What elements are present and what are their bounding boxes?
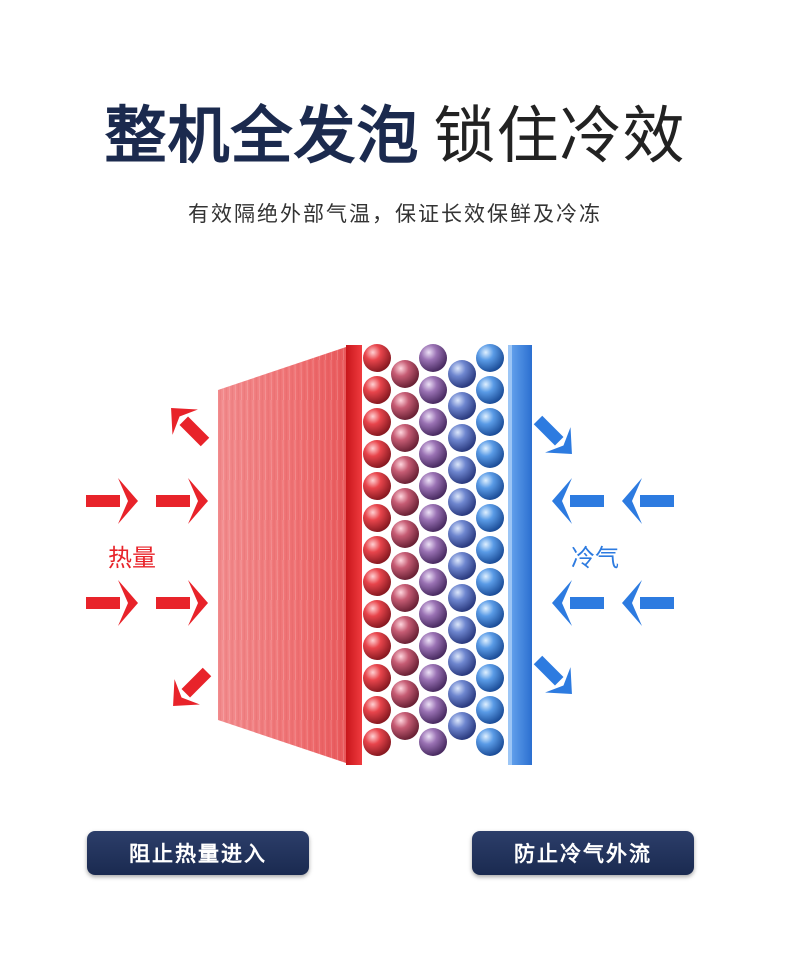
foam-ball bbox=[448, 456, 476, 484]
foam-ball bbox=[448, 488, 476, 516]
foam-ball bbox=[419, 408, 447, 436]
outer-panel-edge bbox=[346, 345, 362, 765]
subtitle: 有效隔绝外部气温，保证长效保鲜及冷冻 bbox=[188, 202, 602, 226]
foam-ball bbox=[363, 632, 391, 660]
heat-arrow bbox=[156, 580, 208, 626]
foam-ball bbox=[448, 392, 476, 420]
foam-ball bbox=[448, 360, 476, 388]
heat-arrow bbox=[86, 478, 138, 524]
heat-arrows bbox=[86, 408, 212, 706]
foam-ball bbox=[391, 392, 419, 420]
foam-ball bbox=[391, 680, 419, 708]
heat-arrow bbox=[156, 478, 208, 524]
foam-ball bbox=[448, 712, 476, 740]
cold-arrow bbox=[552, 580, 604, 626]
foam-ball bbox=[476, 632, 504, 660]
foam-ball bbox=[476, 408, 504, 436]
foam-ball bbox=[363, 536, 391, 564]
foam-ball bbox=[419, 696, 447, 724]
foam-ball bbox=[476, 376, 504, 404]
foam-ball bbox=[419, 440, 447, 468]
foam-ball bbox=[476, 728, 504, 756]
foam-ball bbox=[419, 504, 447, 532]
page-title: 整机全发泡锁住冷效 bbox=[0, 96, 790, 176]
foam-ball bbox=[363, 600, 391, 628]
foam-ball bbox=[391, 648, 419, 676]
foam-ball bbox=[391, 456, 419, 484]
foam-ball bbox=[448, 680, 476, 708]
foam-ball bbox=[363, 568, 391, 596]
foam-ball bbox=[448, 616, 476, 644]
heat-deflect-arrow bbox=[173, 667, 212, 706]
title-bold: 整机全发泡 bbox=[104, 99, 420, 172]
cold-deflect-arrow bbox=[533, 415, 572, 454]
foam-ball bbox=[391, 360, 419, 388]
foam-layer bbox=[363, 344, 504, 756]
foam-ball bbox=[476, 600, 504, 628]
foam-ball bbox=[363, 344, 391, 372]
foam-ball bbox=[419, 344, 447, 372]
cold-arrow bbox=[622, 478, 674, 524]
heat-deflect-arrow bbox=[171, 408, 210, 447]
foam-ball bbox=[363, 728, 391, 756]
foam-ball bbox=[419, 632, 447, 660]
foam-ball bbox=[476, 440, 504, 468]
foam-ball bbox=[363, 664, 391, 692]
block-heat-button[interactable]: 阻止热量进入 bbox=[87, 831, 309, 875]
foam-ball bbox=[363, 440, 391, 468]
cold-arrow bbox=[552, 478, 604, 524]
foam-ball bbox=[391, 424, 419, 452]
cold-arrows bbox=[533, 415, 674, 694]
title-light: 锁住冷效 bbox=[433, 99, 686, 172]
foam-ball bbox=[363, 376, 391, 404]
heat-arrow bbox=[86, 580, 138, 626]
heat-label: 热量 bbox=[108, 544, 156, 572]
foam-ball bbox=[419, 472, 447, 500]
foam-ball bbox=[419, 728, 447, 756]
foam-ball bbox=[476, 664, 504, 692]
foam-ball bbox=[476, 696, 504, 724]
foam-ball bbox=[391, 616, 419, 644]
foam-ball bbox=[476, 472, 504, 500]
cold-arrow bbox=[622, 580, 674, 626]
foam-ball bbox=[419, 536, 447, 564]
foam-ball bbox=[448, 424, 476, 452]
foam-ball bbox=[363, 472, 391, 500]
foam-ball bbox=[476, 568, 504, 596]
foam-ball bbox=[391, 712, 419, 740]
foam-ball bbox=[363, 696, 391, 724]
foam-ball bbox=[419, 600, 447, 628]
foam-ball bbox=[476, 536, 504, 564]
foam-ball bbox=[476, 344, 504, 372]
cold-label: 冷气 bbox=[571, 544, 619, 572]
foam-ball bbox=[363, 504, 391, 532]
prevent-cold-loss-button[interactable]: 防止冷气外流 bbox=[472, 831, 694, 875]
foam-ball bbox=[448, 584, 476, 612]
foam-ball bbox=[476, 504, 504, 532]
cold-deflect-arrow bbox=[533, 655, 572, 694]
foam-ball bbox=[448, 648, 476, 676]
foam-ball bbox=[391, 488, 419, 516]
foam-ball bbox=[391, 520, 419, 548]
foam-ball bbox=[363, 408, 391, 436]
foam-ball bbox=[448, 520, 476, 548]
foam-ball bbox=[419, 568, 447, 596]
foam-ball bbox=[419, 376, 447, 404]
foam-ball bbox=[391, 552, 419, 580]
foam-ball bbox=[419, 664, 447, 692]
foam-ball bbox=[391, 584, 419, 612]
foam-ball bbox=[448, 552, 476, 580]
